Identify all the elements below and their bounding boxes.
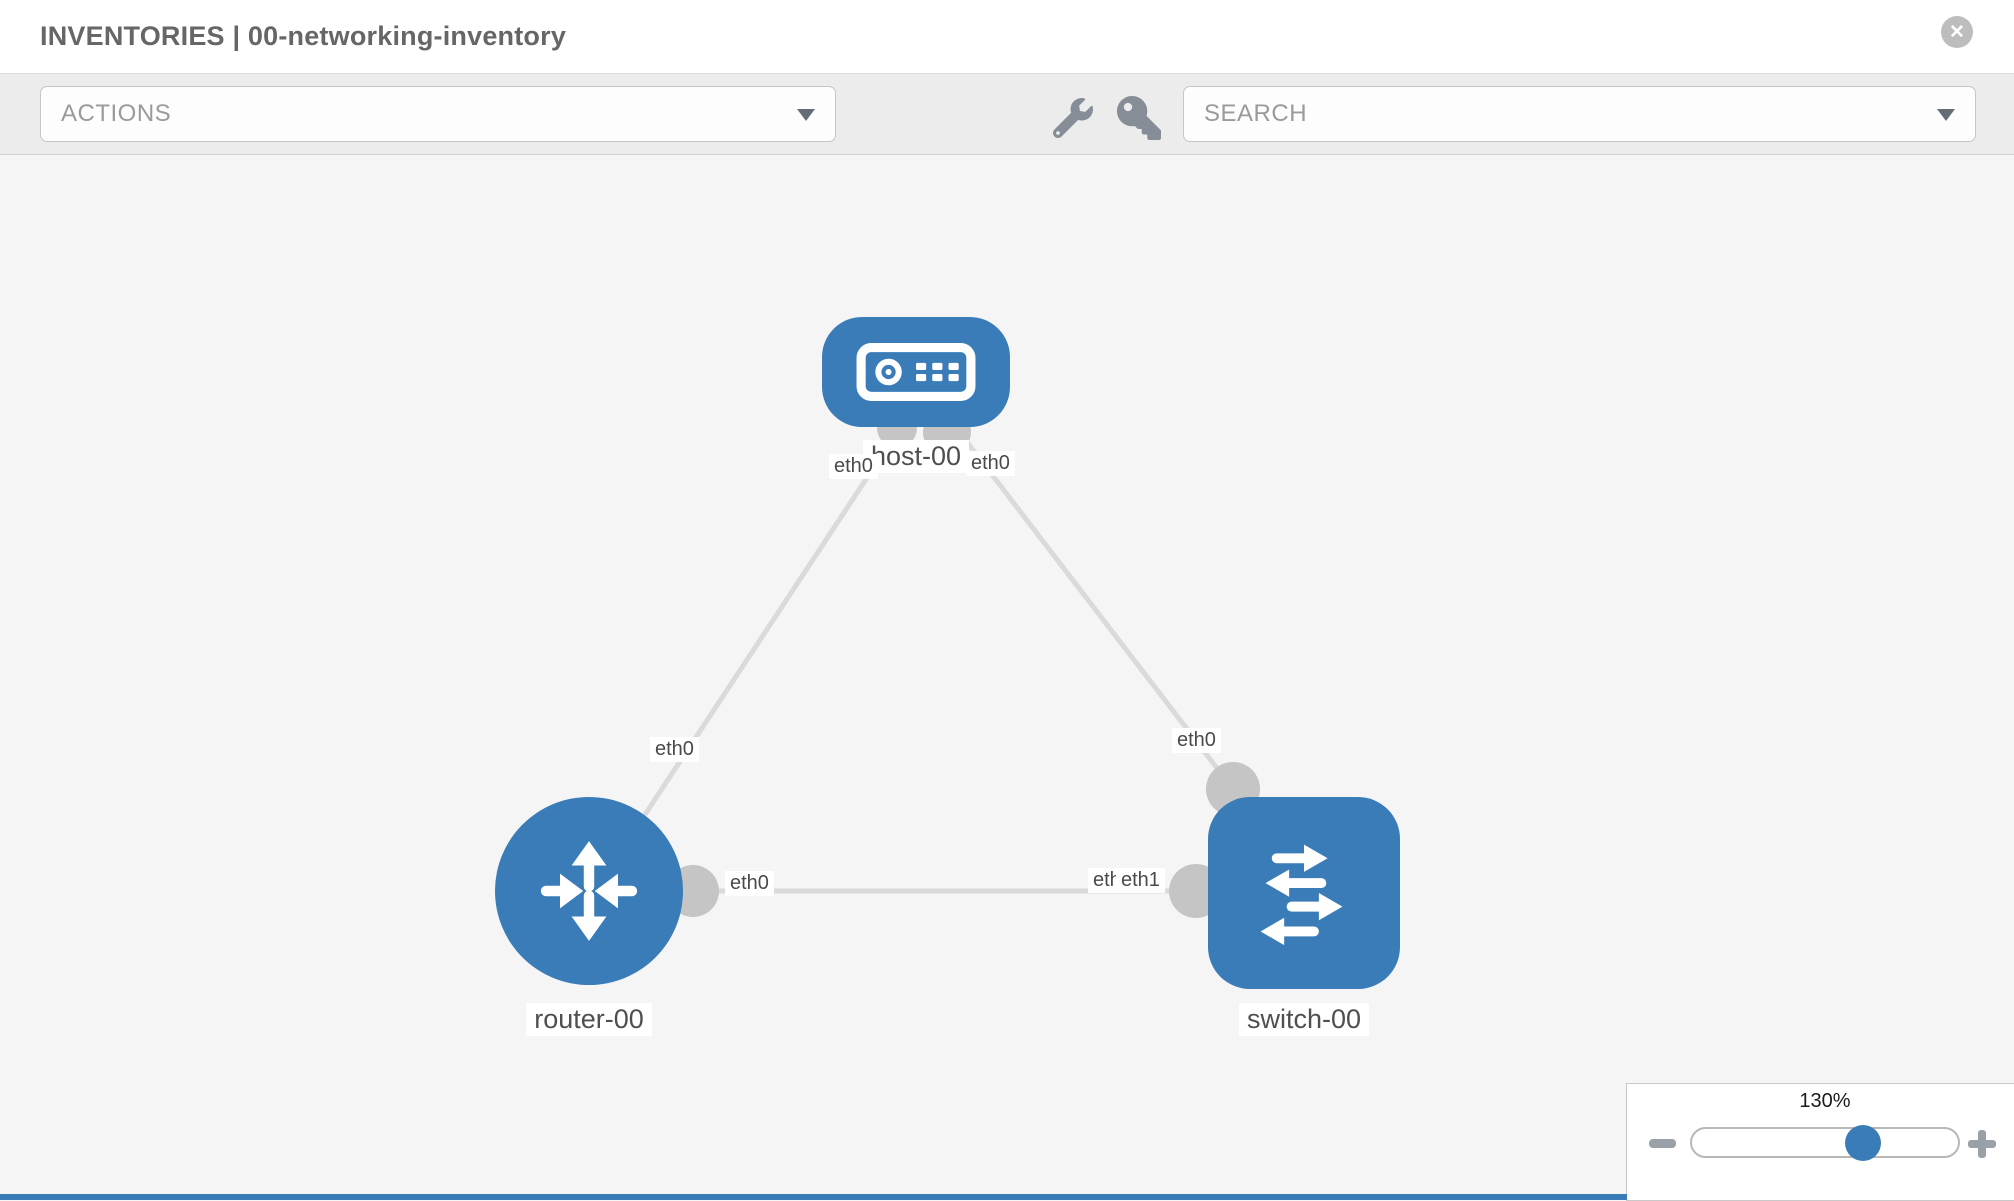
close-button[interactable]: ✕ (1941, 16, 1973, 48)
node-label-switch: switch-00 (1238, 1003, 1370, 1036)
search-dropdown[interactable]: SEARCH (1183, 86, 1976, 142)
zoom-in-icon[interactable] (1968, 1130, 1996, 1158)
host-icon (856, 343, 976, 401)
zoom-slider-track[interactable] (1690, 1127, 1960, 1158)
link-host-switch[interactable] (948, 418, 1235, 791)
node-router-00[interactable] (495, 797, 683, 985)
iface-label-switch-to-router: eth1 (1116, 868, 1165, 893)
chevron-down-icon (797, 109, 815, 121)
router-icon (540, 841, 638, 941)
zoom-out-icon[interactable] (1649, 1139, 1676, 1148)
links-layer (589, 408, 1300, 918)
switch-icon (1260, 844, 1343, 946)
iface-label-host-to-router: eth0 (829, 454, 878, 479)
node-label-host: host-00 (862, 440, 970, 473)
topology-canvas[interactable]: host-00 router-00 switch-00 eth0 eth0 et… (0, 155, 2014, 1200)
actions-dropdown[interactable]: ACTIONS (40, 86, 836, 142)
node-host-00[interactable] (822, 317, 1010, 427)
wrench-icon[interactable] (1053, 98, 1093, 138)
iface-label-router-to-switch: eth0 (725, 871, 774, 896)
key-icon[interactable] (1117, 96, 1161, 140)
node-label-router: router-00 (526, 1003, 652, 1036)
zoom-slider-knob[interactable] (1845, 1125, 1881, 1161)
search-dropdown-label: SEARCH (1204, 100, 1308, 127)
iface-label-router-to-host: eth0 (650, 737, 699, 762)
iface-label-switch-to-host: eth0 (1172, 728, 1221, 753)
close-icon: ✕ (1949, 21, 1965, 43)
page-title: INVENTORIES | 00-networking-inventory (40, 21, 567, 51)
title-bar: INVENTORIES | 00-networking-inventory ✕ (0, 0, 2014, 73)
node-switch-00[interactable] (1208, 797, 1400, 989)
zoom-panel: 130% (1626, 1083, 2014, 1201)
iface-label-host-to-switch: eth0 (966, 451, 1015, 476)
toolbar: ACTIONS SEARCH (0, 73, 2014, 155)
bottom-accent-bar (0, 1194, 1627, 1200)
actions-dropdown-label: ACTIONS (61, 100, 172, 127)
zoom-value: 130% (1799, 1090, 1851, 1112)
plus-bar-vertical (1978, 1130, 1986, 1158)
chevron-down-icon (1937, 109, 1955, 121)
